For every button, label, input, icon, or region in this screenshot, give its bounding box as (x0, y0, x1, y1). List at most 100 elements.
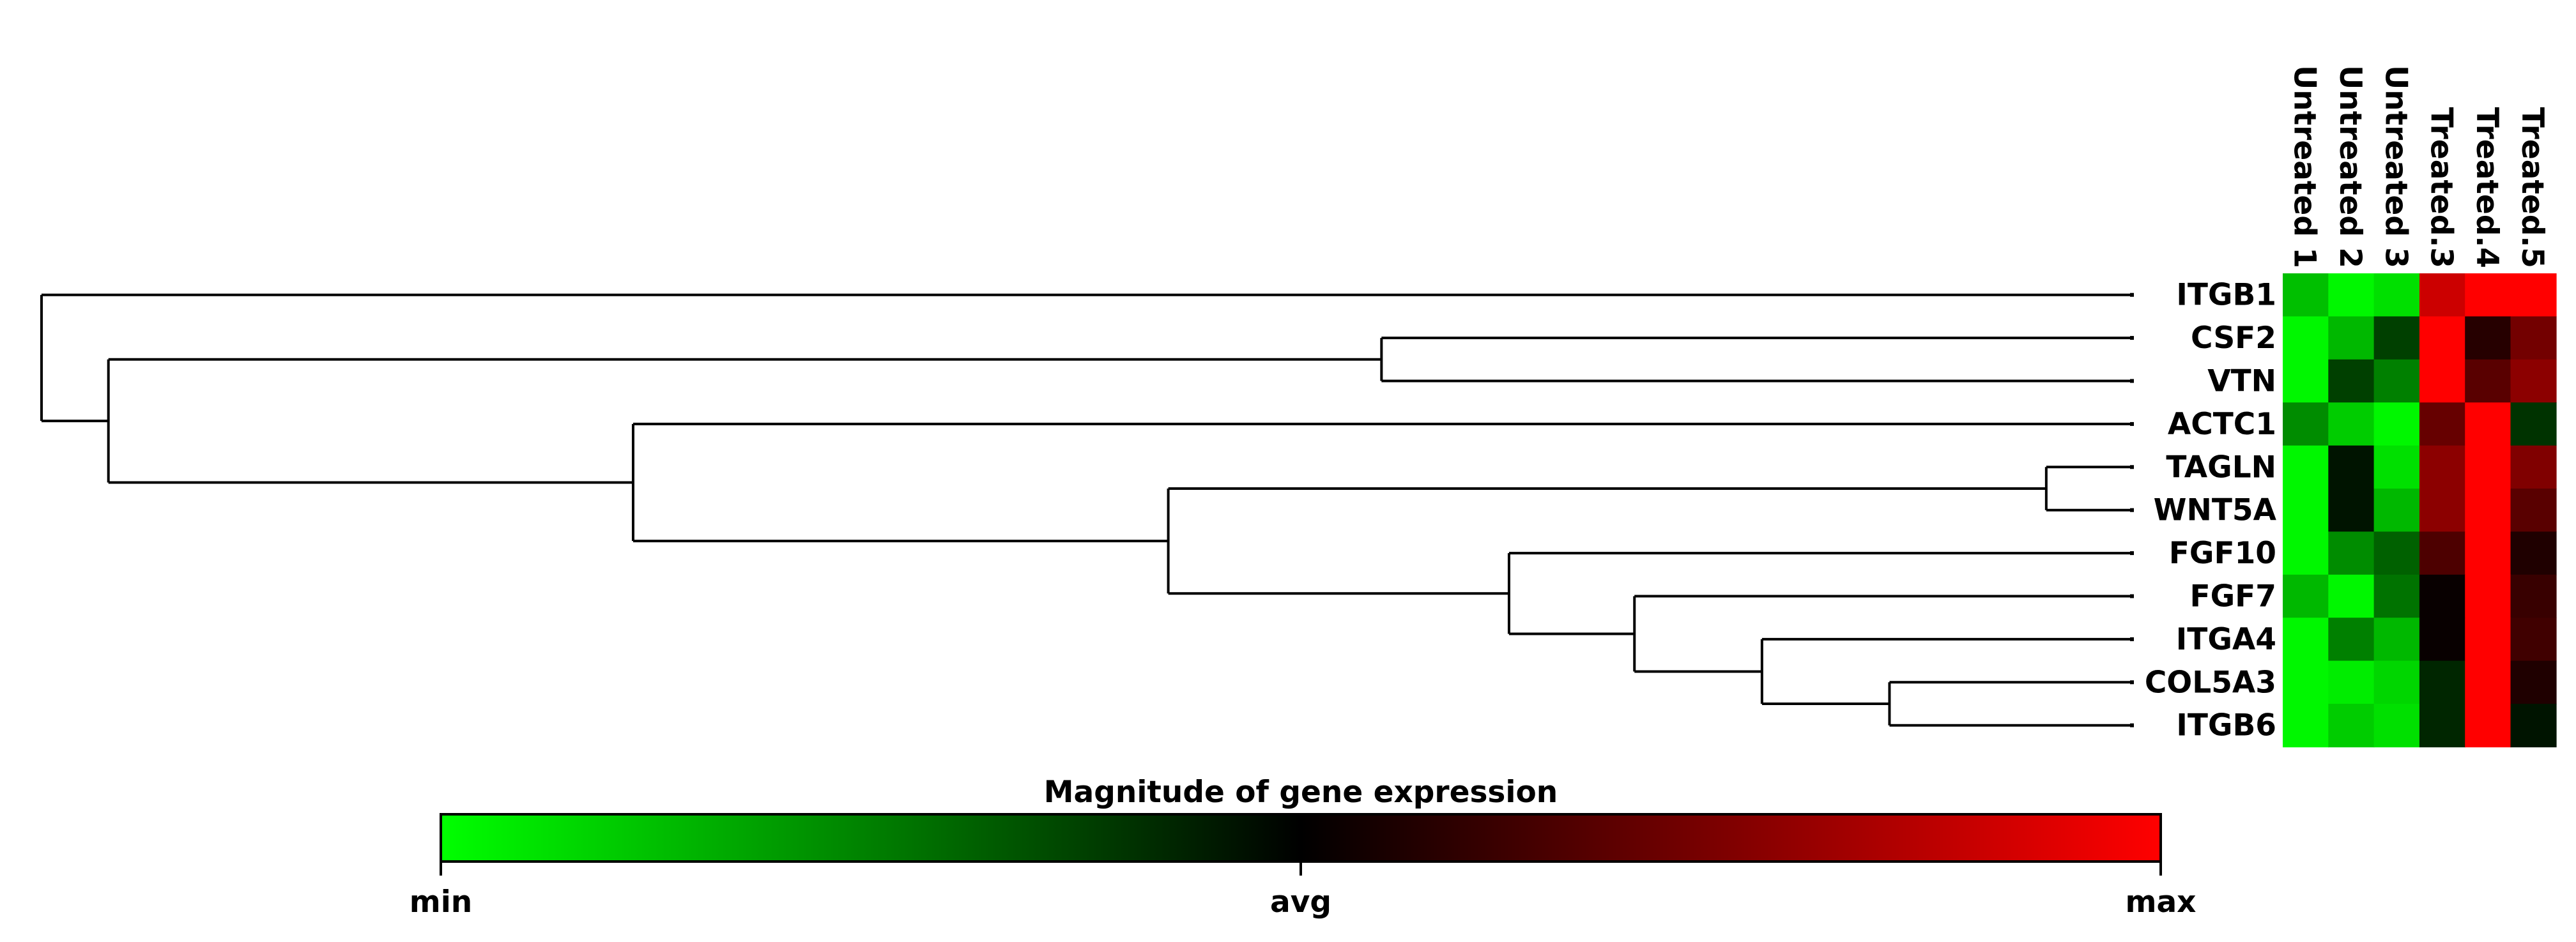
heatmap-cell (2328, 531, 2375, 575)
heatmap-cell (2510, 445, 2557, 489)
row-label: ACTC1 (2168, 407, 2276, 442)
heatmap-cell (2328, 489, 2375, 533)
leaf-marker (2130, 336, 2134, 340)
leaf-marker (2130, 551, 2134, 556)
heatmap-cell (2283, 273, 2329, 317)
heatmap-cell (2283, 489, 2329, 533)
heatmap-cell (2510, 574, 2557, 618)
heatmap-cell (2419, 660, 2465, 704)
leaf-marker (2130, 680, 2134, 685)
heatmap-cell (2373, 316, 2420, 360)
heatmap-cell (2465, 704, 2511, 748)
heatmap-cell (2373, 445, 2420, 489)
legend-tick-label: min (410, 885, 473, 920)
heatmap-cell (2328, 402, 2375, 446)
heatmap-cell (2419, 574, 2465, 618)
heatmap-cell (2328, 660, 2375, 704)
heatmap-cell (2465, 273, 2511, 317)
heatmap-cell (2510, 531, 2557, 575)
heatmap-cell (2465, 402, 2511, 446)
row-label: ITGA4 (2176, 622, 2276, 657)
column-label: Untreated 1 (2287, 65, 2322, 268)
heatmap-cell (2465, 316, 2511, 360)
heatmap-cell (2283, 660, 2329, 704)
leaf-marker (2130, 379, 2134, 383)
heatmap-cell (2419, 704, 2465, 748)
heatmap-cell (2373, 660, 2420, 704)
heatmap-cell (2510, 489, 2557, 533)
legend-title: Magnitude of gene expression (1044, 775, 1558, 810)
heatmap-cell (2419, 402, 2465, 446)
heatmap-cell (2465, 359, 2511, 403)
heatmap-cell (2419, 359, 2465, 403)
heatmap-cell (2328, 316, 2375, 360)
heatmap-cell (2283, 531, 2329, 575)
column-labels: Untreated 1 Untreated 2 Untreated 3 Treated… (2287, 65, 2550, 268)
heatmap-cell (2373, 273, 2420, 317)
heatmap-cell (2373, 489, 2420, 533)
heatmap-cell (2283, 704, 2329, 748)
heatmap-cell (2510, 273, 2557, 317)
heatmap-cell (2283, 574, 2329, 618)
heatmap-cells (2283, 273, 2557, 748)
heatmap-cell (2328, 445, 2375, 489)
leaf-marker (2130, 723, 2134, 727)
heatmap-cell (2328, 359, 2375, 403)
row-dendrogram (40, 293, 2132, 727)
leaf-marker (2130, 292, 2134, 297)
heatmap-cell (2283, 402, 2329, 446)
heatmap-cell (2510, 402, 2557, 446)
row-label: VTN (2207, 364, 2276, 399)
heatmap-cell (2419, 618, 2465, 662)
heatmap-cell (2465, 618, 2511, 662)
heatmap-cell (2328, 574, 2375, 618)
heatmap-cell (2419, 531, 2465, 575)
heatmap-cell (2283, 359, 2329, 403)
column-label: Treated.3 (2424, 107, 2459, 268)
legend-tick-label: max (2125, 885, 2196, 920)
heatmap-cell (2465, 489, 2511, 533)
heatmap-cell (2283, 316, 2329, 360)
column-label: Untreated 2 (2333, 65, 2368, 268)
row-label: ITGB1 (2176, 278, 2276, 313)
heatmap-cell (2419, 445, 2465, 489)
heatmap-cell (2510, 660, 2557, 704)
column-label: Treated.4 (2469, 107, 2504, 268)
heatmap-cell (2510, 316, 2557, 360)
heatmap-cell (2373, 618, 2420, 662)
column-label: Untreated 3 (2378, 65, 2413, 268)
column-label: Treated.5 (2515, 107, 2550, 268)
heatmap-cell (2373, 574, 2420, 618)
heatmap-cell (2510, 359, 2557, 403)
leaf-marker (2130, 508, 2134, 512)
heatmap-cell (2465, 445, 2511, 489)
heatmap-cell (2373, 359, 2420, 403)
heatmap-cell (2419, 316, 2465, 360)
heatmap-cell (2510, 704, 2557, 748)
heatmap-cell (2373, 402, 2420, 446)
heatmap-cell (2328, 273, 2375, 317)
heatmap-cell (2419, 273, 2465, 317)
heatmap-cell (2465, 660, 2511, 704)
leaf-marker (2130, 594, 2134, 598)
legend-color-bar (440, 813, 2162, 863)
leaf-marker (2130, 637, 2134, 641)
heatmap-cell (2283, 445, 2329, 489)
heatmap-cell (2465, 531, 2511, 575)
row-label: ITGB6 (2176, 708, 2276, 743)
heatmap-cell (2465, 574, 2511, 618)
row-label: CSF2 (2191, 321, 2276, 356)
leaf-marker (2130, 465, 2134, 469)
row-label: FGF7 (2190, 579, 2277, 614)
heatmap-cell (2419, 489, 2465, 533)
heatmap-cell (2283, 618, 2329, 662)
heatmap-cell (2328, 618, 2375, 662)
row-label: WNT5A (2154, 493, 2277, 528)
row-label: FGF10 (2169, 536, 2276, 571)
heatmap-cell (2328, 704, 2375, 748)
row-label: TAGLN (2166, 450, 2276, 485)
